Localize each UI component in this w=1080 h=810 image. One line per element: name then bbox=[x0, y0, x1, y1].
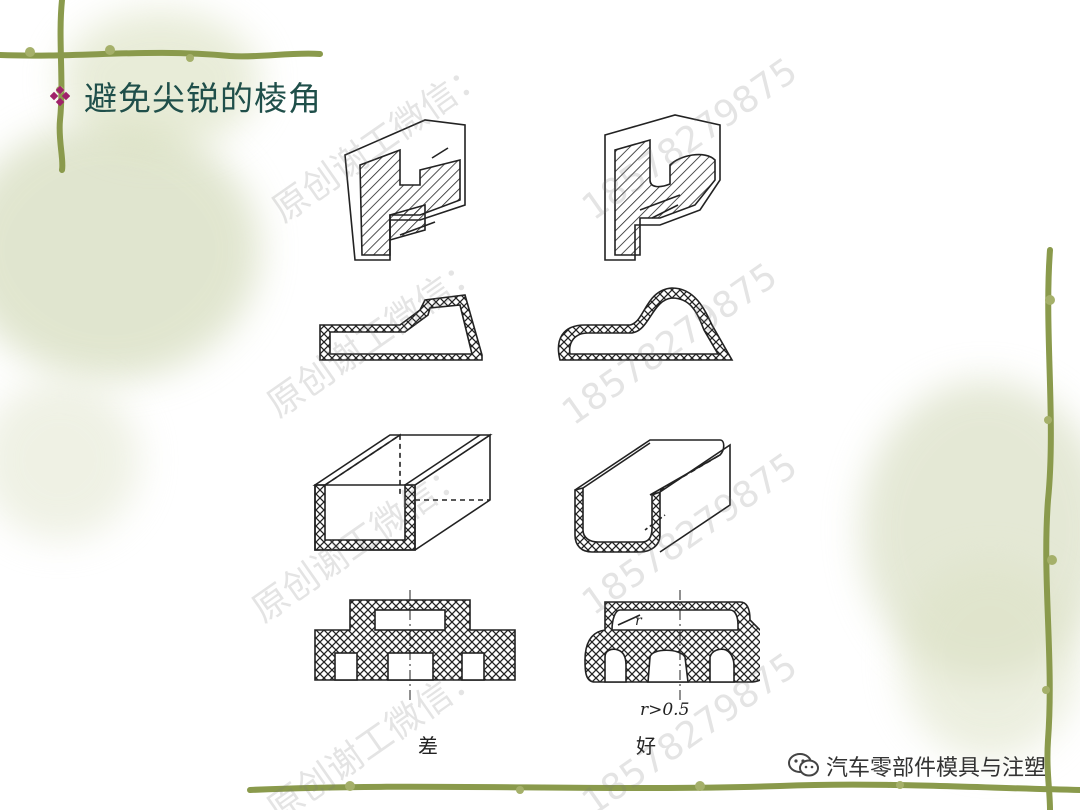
fig-row1-bad bbox=[344, 119, 466, 261]
fig-row2-bad bbox=[319, 294, 483, 361]
title-row: 避免尖锐的棱角 bbox=[49, 72, 322, 120]
label-bad: 差 bbox=[418, 734, 438, 758]
bg-foliage-left2 bbox=[60, 10, 260, 150]
fig-row4-good bbox=[584, 590, 760, 700]
footer-brand: 汽车零部件模具与注塑 bbox=[787, 750, 1046, 782]
label-good: 好 bbox=[636, 734, 656, 758]
fig-row3-bad bbox=[312, 433, 493, 551]
diamond-bullet-icon bbox=[49, 85, 71, 107]
wechat-icon bbox=[787, 753, 819, 777]
bg-foliage-left bbox=[0, 120, 260, 380]
radius-symbol: r bbox=[635, 613, 643, 629]
radius-note: r>0.5 bbox=[640, 700, 690, 720]
fig-row2-good bbox=[557, 287, 734, 361]
footer-brand-text: 汽车零部件模具与注塑 bbox=[825, 756, 1046, 781]
design-comparison-figure: r bbox=[312, 114, 760, 700]
slide-title: 避免尖锐的棱角 bbox=[84, 79, 322, 118]
fig-row3-good bbox=[574, 439, 731, 553]
fig-row1-good bbox=[604, 114, 721, 261]
bg-foliage-left3 bbox=[0, 380, 140, 540]
fig-row4-bad bbox=[314, 590, 516, 700]
